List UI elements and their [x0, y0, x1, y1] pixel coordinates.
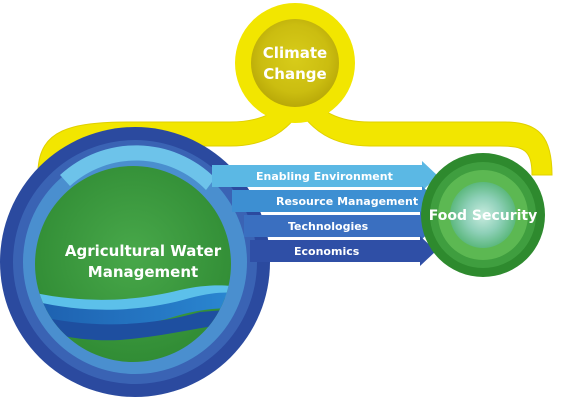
arrow-shape-1	[212, 161, 438, 191]
awm-node: Agricultural Water Management	[0, 127, 270, 397]
arrow-label-3: Technologies	[288, 220, 369, 233]
climate-label-line2: Change	[263, 65, 326, 83]
arrow-label-2: Resource Management	[276, 195, 418, 208]
climate-change-node: Climate Change	[235, 3, 355, 123]
arrow-shape-4	[250, 236, 436, 266]
arrow-shape-3	[244, 211, 436, 241]
arrow-shape-2	[232, 186, 438, 216]
awm-light-arc	[60, 145, 215, 190]
awm-label-line1: Agricultural Water	[65, 242, 222, 260]
climate-inner-disc	[251, 19, 339, 107]
food-label: Food Security	[429, 208, 538, 224]
food-security-node: Food Security	[421, 153, 545, 277]
arrow-label-4: Economics	[294, 245, 360, 258]
arrow-label-1: Enabling Environment	[256, 170, 393, 183]
food-core	[450, 182, 516, 248]
awm-label-line2: Management	[88, 263, 198, 281]
awm-water-waves	[35, 285, 231, 341]
climate-label-line1: Climate	[263, 44, 327, 62]
